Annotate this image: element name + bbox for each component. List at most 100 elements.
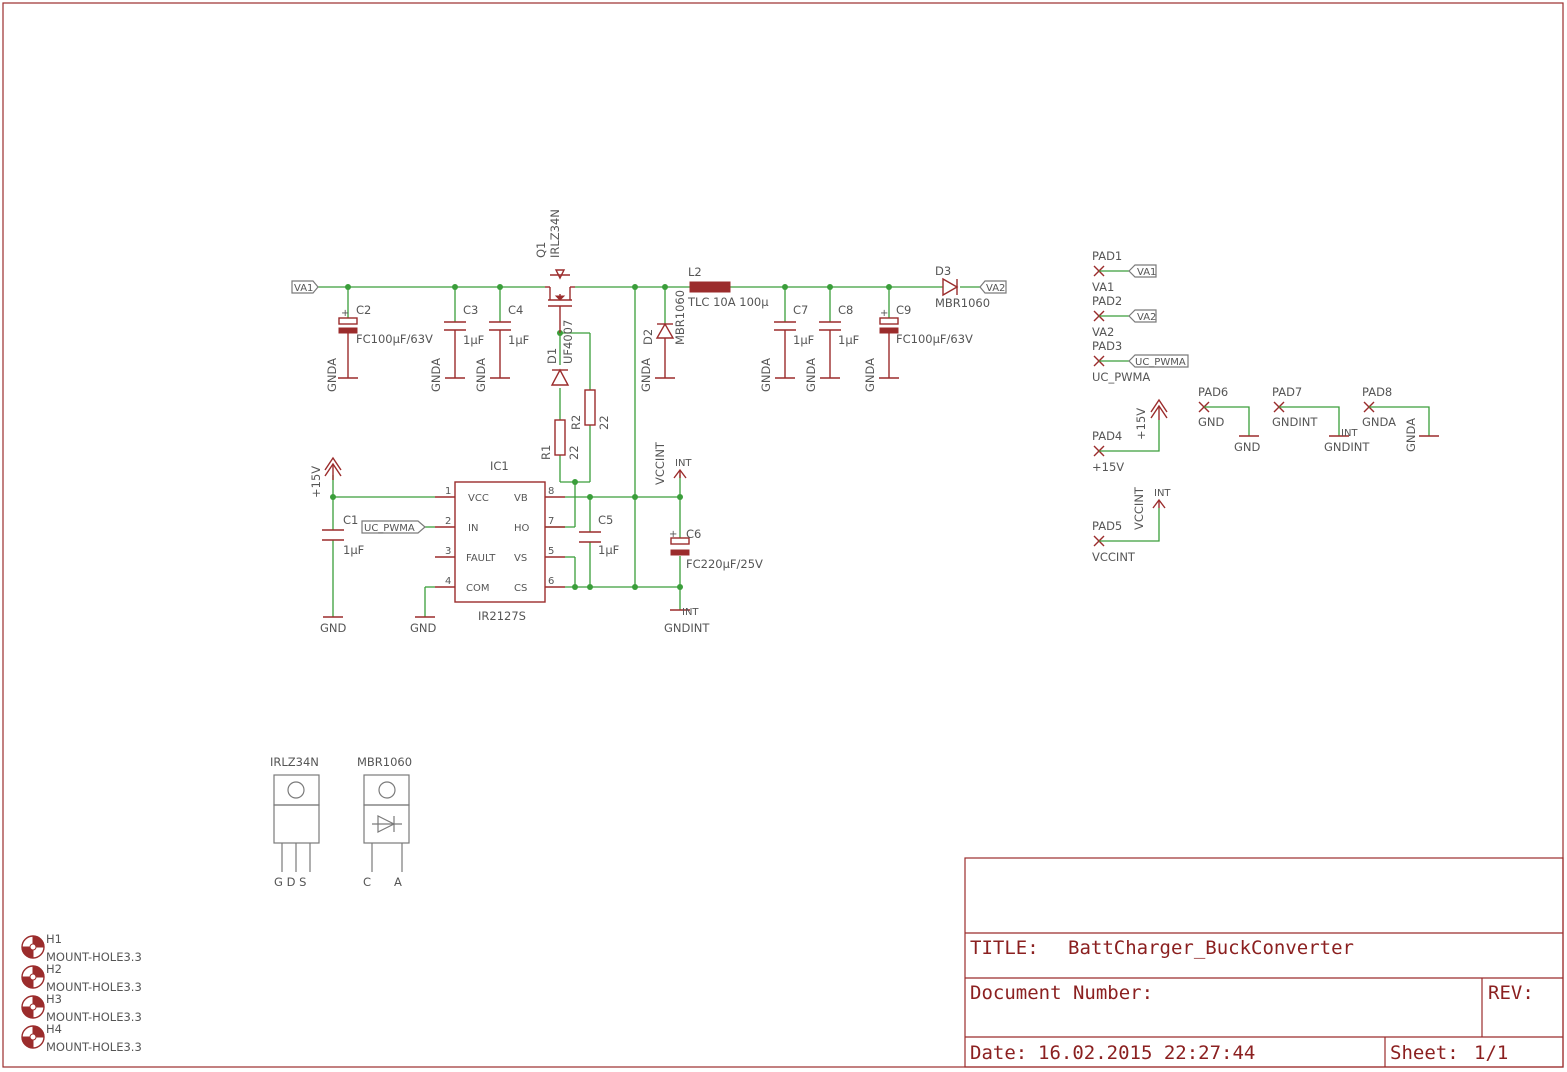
svg-text:G D S: G D S [274,875,306,889]
gnd-symbols: GND GND [320,616,437,635]
svg-text:MOUNT-HOLE3.3: MOUNT-HOLE3.3 [46,950,142,964]
svg-text:C6: C6 [686,527,701,541]
svg-text:INT: INT [1154,488,1171,499]
capacitor-c6: + C6 FC220µF/25V [669,527,763,571]
svg-text:PAD4: PAD4 [1092,429,1122,443]
svg-text:IRLZ34N: IRLZ34N [548,209,562,258]
svg-text:D2: D2 [641,329,655,345]
svg-text:PAD1: PAD1 [1092,249,1122,263]
gnda-symbols: GNDA GNDA GNDA GNDA GNDA GNDA GNDA [325,358,899,392]
svg-text:+: + [669,529,677,540]
pad-8: PAD8 GNDA GNDA [1362,385,1439,452]
net-flag-va2: VA2 [979,280,1007,294]
svg-text:3: 3 [445,546,451,557]
svg-text:IN: IN [468,523,478,534]
net-flag-uc-pwma: UC_PWMA [361,520,426,534]
svg-text:HO: HO [514,523,530,534]
title-label: TITLE: [970,937,1039,959]
svg-text:1µF: 1µF [343,543,364,557]
svg-text:H3: H3 [46,992,62,1006]
svg-text:C: C [363,875,371,889]
svg-text:C5: C5 [598,513,613,527]
svg-text:VCCINT: VCCINT [1092,550,1136,564]
svg-text:MOUNT-HOLE3.3: MOUNT-HOLE3.3 [46,1040,142,1054]
sheet-label: Sheet: [1390,1042,1459,1064]
svg-text:VA2: VA2 [986,283,1005,294]
svg-text:22: 22 [597,415,611,430]
pad-1: VA1 PAD1 VA1 [1092,249,1157,294]
capacitor-c1: C1 1µF [322,513,364,557]
svg-text:VCC: VCC [468,493,489,504]
svg-text:VA2: VA2 [1137,312,1156,323]
svg-text:GNDA: GNDA [474,358,488,392]
svg-text:1µF: 1µF [463,333,484,347]
svg-text:H4: H4 [46,1022,62,1036]
svg-text:IRLZ34N: IRLZ34N [270,755,319,769]
svg-text:2: 2 [445,516,451,527]
date-value: 16.02.2015 22:27:44 [1038,1042,1255,1064]
svg-text:FC100µF/63V: FC100µF/63V [356,332,433,346]
pad-7: INT PAD7 GNDINT GNDINT [1272,385,1370,454]
svg-text:MBR1060: MBR1060 [673,290,687,345]
mount-hole-h1: H1 MOUNT-HOLE3.3 [21,932,142,964]
svg-text:D1: D1 [545,348,559,364]
svg-text:L2: L2 [688,265,702,279]
svg-text:GND: GND [1198,415,1225,429]
svg-text:CS: CS [514,583,527,594]
svg-text:PAD8: PAD8 [1362,385,1392,399]
svg-text:FC100µF/63V: FC100µF/63V [896,332,973,346]
svg-text:1µF: 1µF [598,543,619,557]
mount-hole-h3: H3 MOUNT-HOLE3.3 [21,992,142,1024]
net-flag-va1: VA1 [291,280,319,294]
svg-text:1µF: 1µF [508,333,529,347]
svg-text:5: 5 [548,546,554,557]
pad-6: PAD6 GND GND [1198,385,1261,454]
supply-15v-symbol: +15V [309,456,342,498]
sheet-value: 1/1 [1474,1042,1508,1064]
svg-text:PAD7: PAD7 [1272,385,1302,399]
svg-text:C3: C3 [463,303,478,317]
svg-text:GND: GND [320,621,347,635]
svg-text:+15V: +15V [309,466,323,498]
svg-text:C9: C9 [896,303,911,317]
svg-text:H2: H2 [46,962,62,976]
resistor-r2: R2 22 [569,389,611,430]
pad-3: UC_PWMA PAD3 UC_PWMA [1092,339,1189,384]
svg-text:Q1: Q1 [534,242,548,258]
svg-text:UF4007: UF4007 [561,320,575,364]
svg-text:INT: INT [1341,428,1358,439]
svg-text:VCCINT: VCCINT [1132,486,1146,530]
svg-text:IC1: IC1 [490,459,509,473]
date-label: Date: [970,1042,1027,1064]
svg-text:1µF: 1µF [793,333,814,347]
svg-text:GND: GND [410,621,437,635]
svg-text:R1: R1 [539,445,553,460]
pad-2: VA2 PAD2 VA2 [1092,294,1157,339]
svg-text:INT: INT [682,607,699,618]
driver-wires [332,475,681,617]
svg-text:+15V: +15V [1092,460,1124,474]
svg-text:VA1: VA1 [1092,280,1114,294]
svg-text:1µF: 1µF [838,333,859,347]
capacitor-c7: C7 1µF [774,303,814,378]
mount-hole-h4: H4 MOUNT-HOLE3.3 [21,1022,142,1054]
svg-text:8: 8 [548,486,554,497]
svg-text:H1: H1 [46,932,62,946]
svg-text:PAD2: PAD2 [1092,294,1122,308]
svg-text:4: 4 [445,576,451,587]
title-value: BattCharger_BuckConverter [1068,937,1354,959]
resistor-r1: R1 22 [539,419,581,460]
svg-text:D3: D3 [935,264,951,278]
svg-text:+15V: +15V [1134,408,1148,440]
svg-text:GNDA: GNDA [1404,418,1418,452]
capacitor-c9: + C9 FC100µF/63V [879,303,973,378]
svg-text:FC220µF/25V: FC220µF/25V [686,557,763,571]
svg-text:GNDINT: GNDINT [664,621,710,635]
svg-text:A: A [394,875,402,889]
diode-d1: D1 UF4007 [545,320,575,386]
svg-text:GNDA: GNDA [863,358,877,392]
svg-text:C7: C7 [793,303,808,317]
svg-text:PAD3: PAD3 [1092,339,1122,353]
